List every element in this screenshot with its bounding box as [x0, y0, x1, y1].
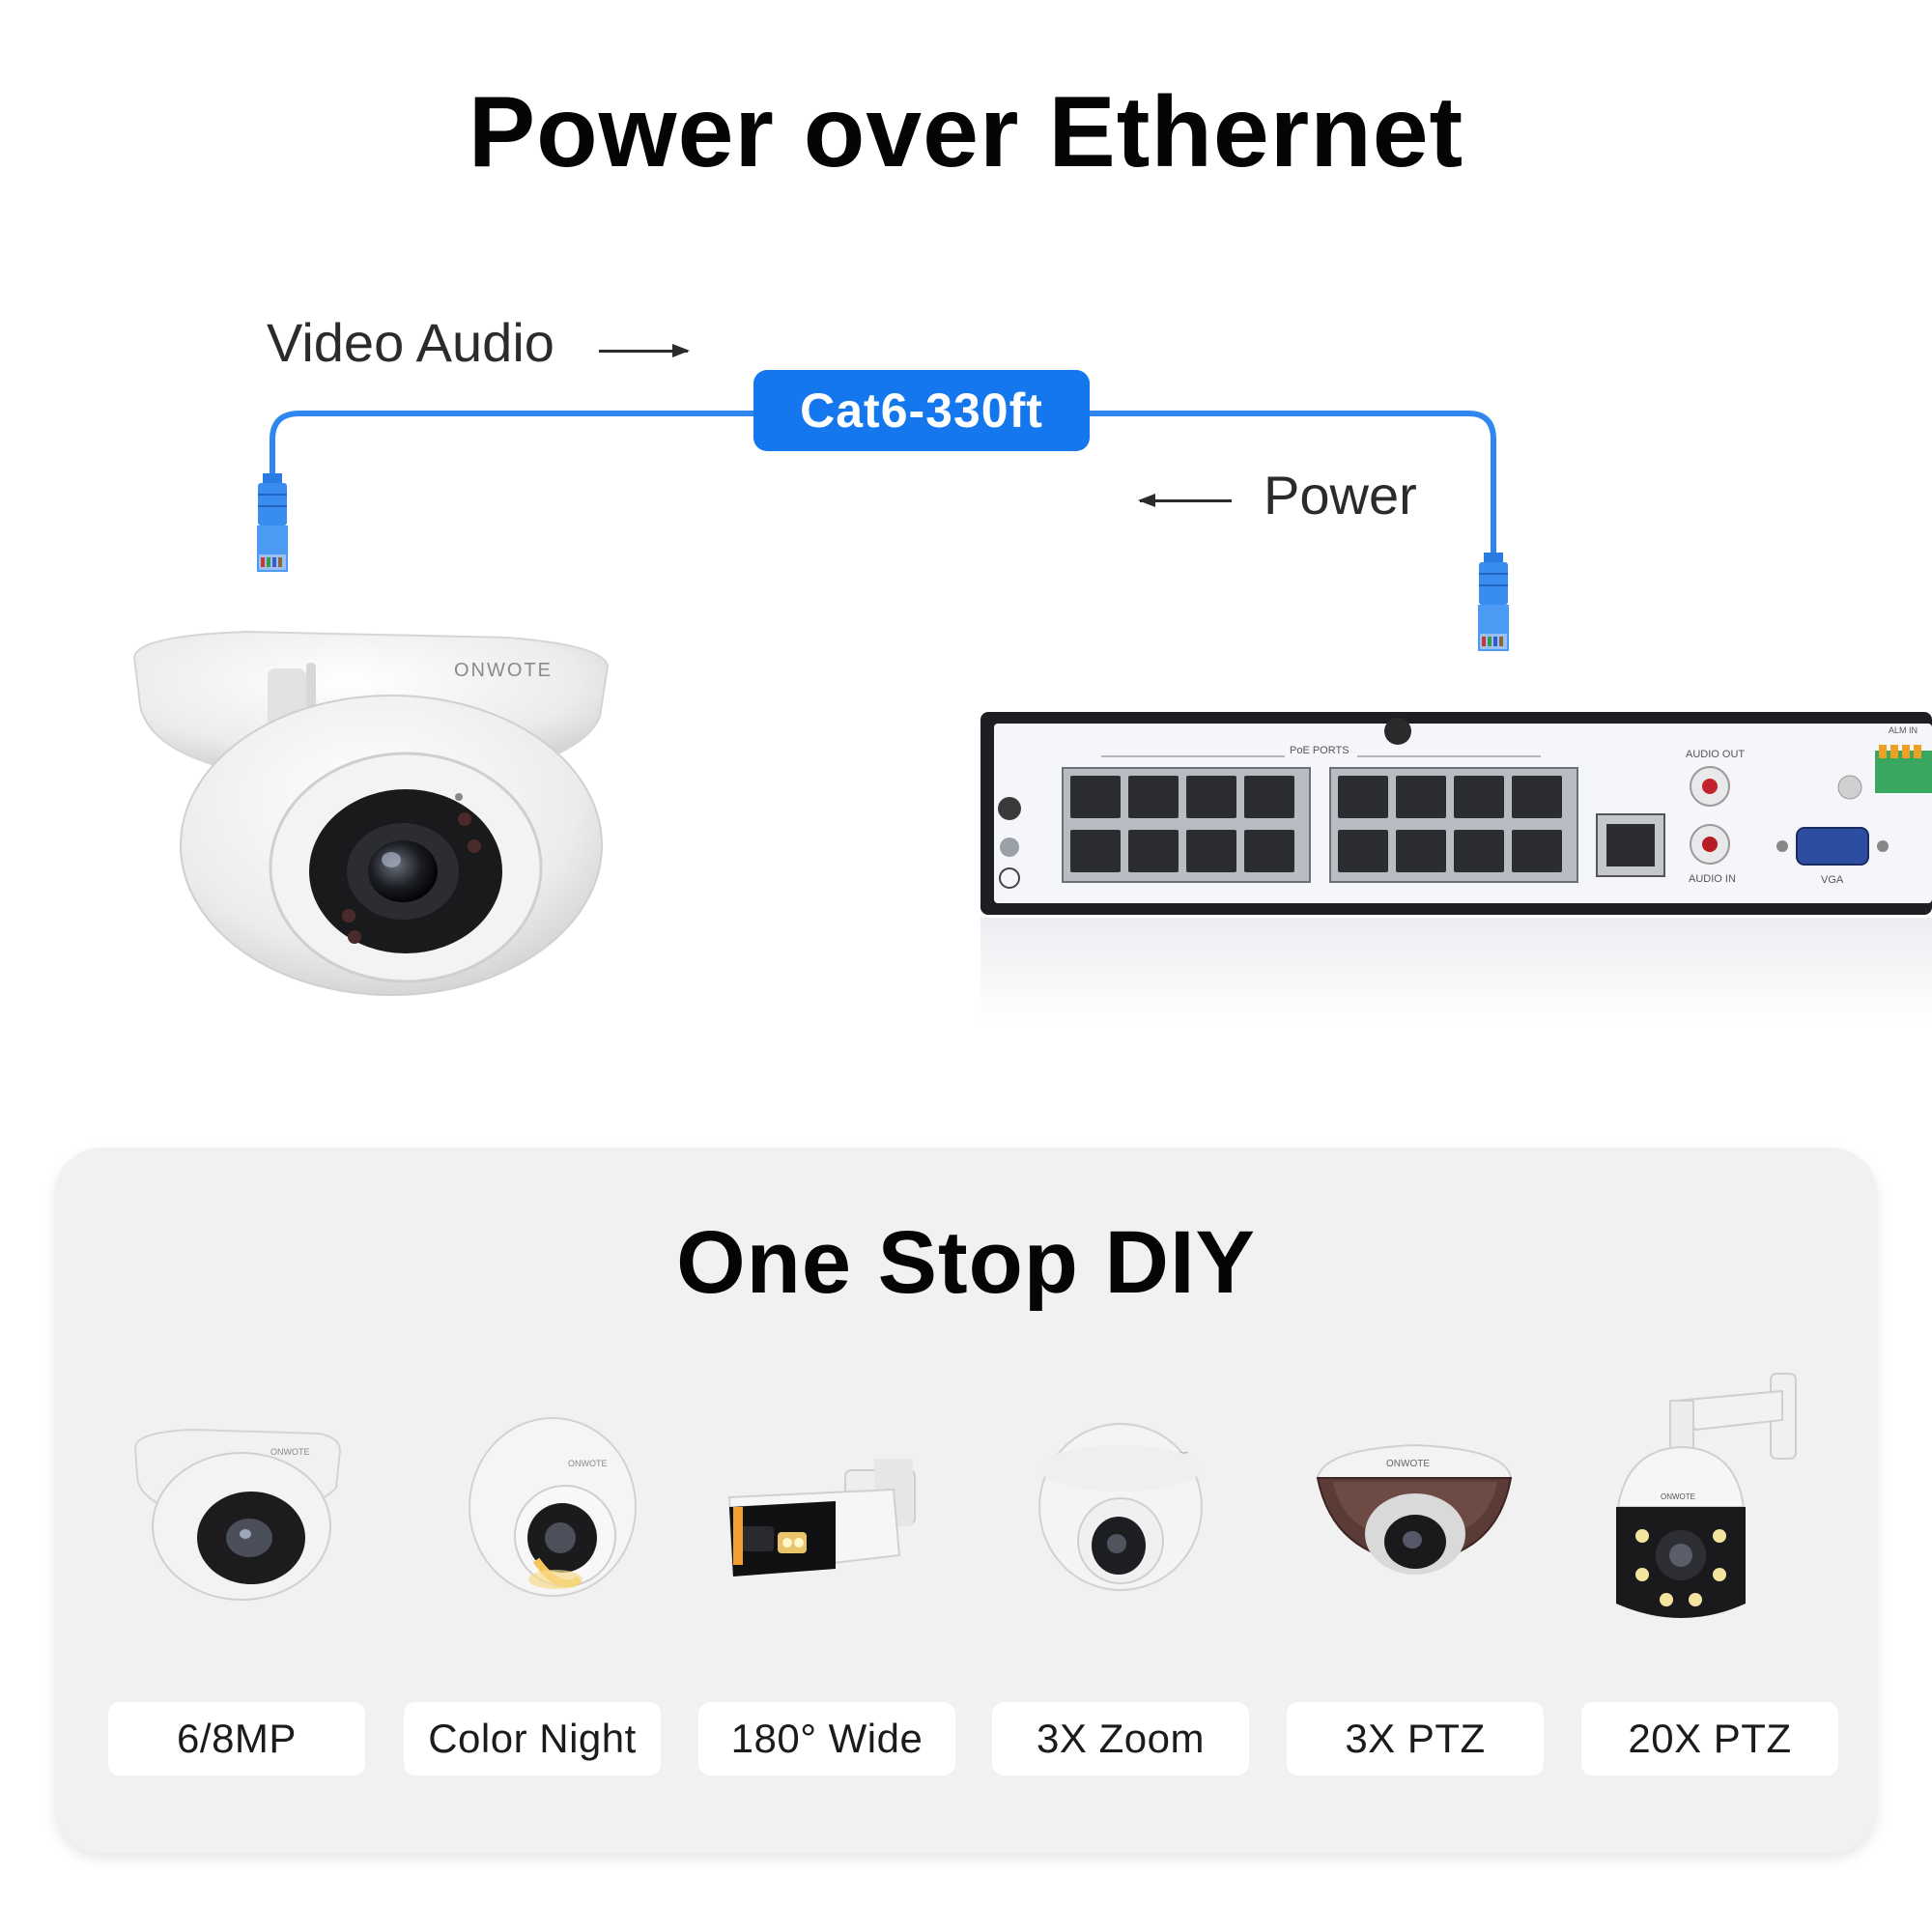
- camera-thumb-6: ONWOTE: [1589, 1362, 1811, 1652]
- video-audio-label: Video Audio: [267, 312, 554, 373]
- nvr-reflection: [980, 918, 1932, 1024]
- poe-port-bank-right: [1329, 767, 1578, 883]
- ethernet-cable-diagram: [257, 411, 1509, 651]
- power-label: Power: [1264, 465, 1417, 526]
- camera-brand: ONWOTE: [270, 1447, 310, 1457]
- turret-camera-icon: ONWOTE: [469, 1417, 637, 1597]
- page-title: Power over Ethernet: [468, 76, 1464, 188]
- ptz-speed-dome-icon: ONWOTE: [1616, 1373, 1797, 1618]
- lan-port-icon: [1596, 813, 1665, 877]
- camera-thumb-2: ONWOTE: [444, 1362, 667, 1652]
- hero-dome-camera-icon: ONWOTE: [132, 630, 610, 996]
- camera-thumb-4: ONWOTE: [1014, 1362, 1236, 1652]
- bullet-camera-icon: [727, 1459, 916, 1577]
- audio-in-label: AUDIO IN: [1689, 873, 1736, 885]
- feature-pill-color-night: Color Night: [404, 1702, 661, 1776]
- feature-pill-20x-ptz: 20X PTZ: [1581, 1702, 1838, 1776]
- nvr-recorder-icon: PoE PORTS AUDIO OUT AUDIO IN VGA ALM IN: [980, 712, 1932, 915]
- feature-pill-3x-ptz: 3X PTZ: [1287, 1702, 1544, 1776]
- camera-brand: ONWOTE: [1386, 1459, 1430, 1469]
- vga-port-icon: [1776, 827, 1889, 866]
- vga-label: VGA: [1821, 874, 1844, 886]
- camera-brand: ONWOTE: [568, 1459, 608, 1468]
- camera-brand: ONWOTE: [1661, 1492, 1695, 1501]
- feature-pill-6-8mp: 6/8MP: [108, 1702, 365, 1776]
- section-title: One Stop DIY: [676, 1213, 1256, 1312]
- dome-camera-icon: ONWOTE: [1038, 1423, 1203, 1591]
- camera-thumb-3: [720, 1362, 942, 1652]
- alarm-label: ALM IN: [1889, 725, 1918, 735]
- poe-ports-label: PoE PORTS: [1290, 745, 1350, 756]
- arrow-left-icon: [1138, 494, 1232, 507]
- cable-length-badge: Cat6-330ft: [753, 370, 1090, 451]
- ptz-dome-camera-icon: ONWOTE: [1316, 1443, 1513, 1575]
- hero-camera-brand: ONWOTE: [454, 660, 553, 681]
- camera-thumb-1: ONWOTE: [126, 1362, 348, 1652]
- rj45-connector-right-icon: [1478, 553, 1509, 651]
- feature-pill-3x-zoom: 3X Zoom: [992, 1702, 1249, 1776]
- feature-pill-180-wide: 180° Wide: [698, 1702, 955, 1776]
- arrow-right-icon: [599, 344, 690, 357]
- audio-out-label: AUDIO OUT: [1686, 749, 1745, 760]
- rj45-connector-left-icon: [257, 473, 288, 572]
- camera-thumb-5: ONWOTE: [1304, 1362, 1526, 1652]
- poe-port-bank-left: [1062, 767, 1311, 883]
- dome-camera-icon: ONWOTE: [133, 1428, 342, 1601]
